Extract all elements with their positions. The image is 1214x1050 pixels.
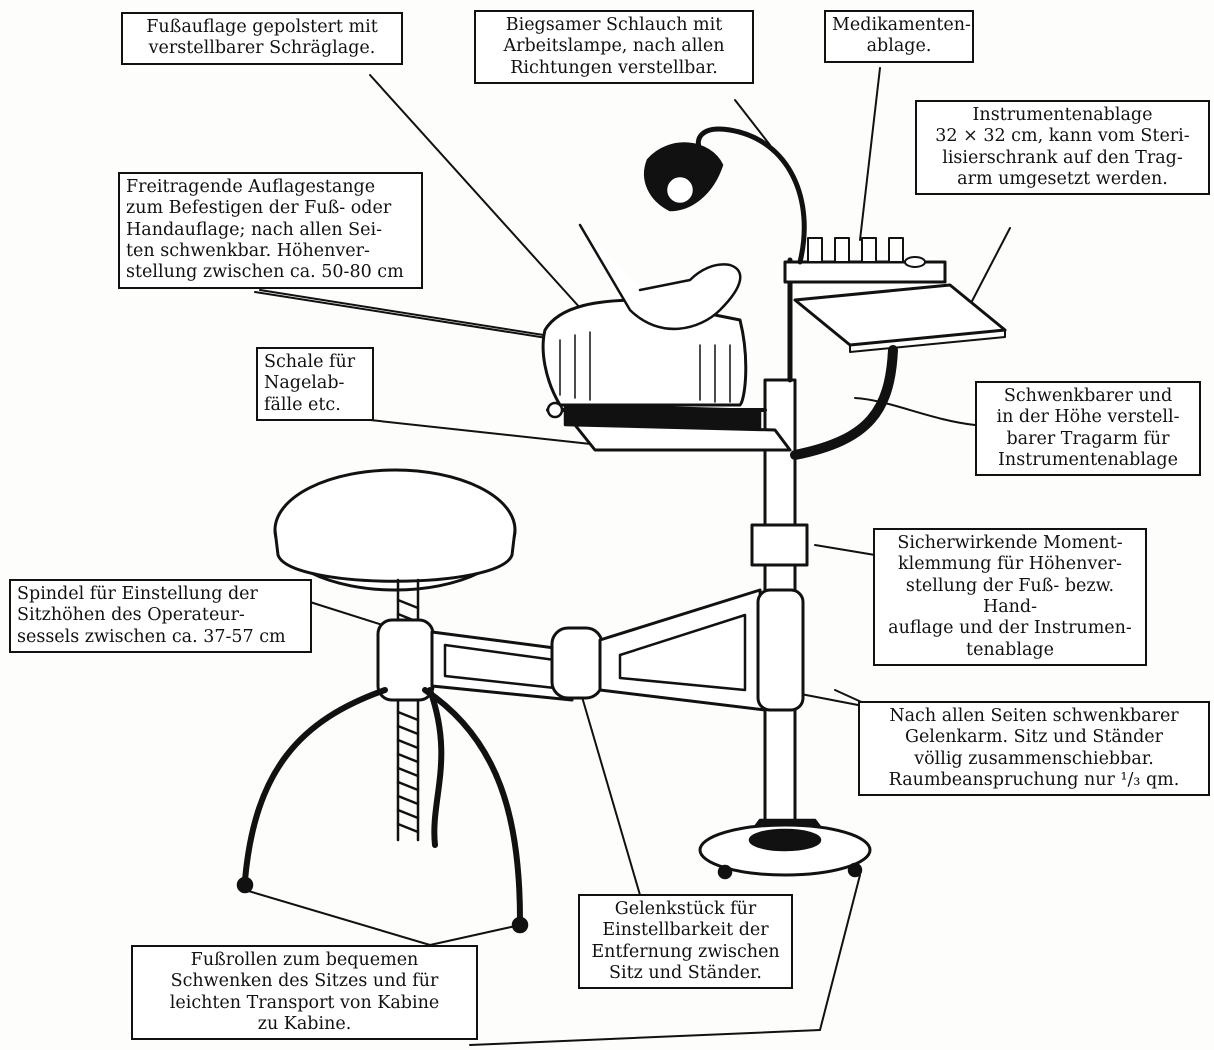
label-support-bar: Freitragende Auflagestange zum Befestige… — [118, 172, 423, 289]
label-instrument-tray: Instrumentenablage 32 × 32 cm, kann vom … — [915, 100, 1210, 196]
label-medication-shelf: Medikamenten- ablage. — [824, 10, 974, 63]
label-joint-arm: Nach allen Seiten schwenkbarer Gelenkarm… — [858, 701, 1210, 797]
joint-arm — [430, 588, 767, 712]
label-joint-piece: Gelenkstück für Einstellbarkeit der Entf… — [578, 894, 793, 990]
leader-lines — [244, 67, 1011, 1046]
label-castors: Fußrollen zum bequemen Schwenken des Sit… — [131, 945, 478, 1041]
label-footrest: Fußauflage gepolstert mit verstellbarer … — [121, 12, 403, 65]
stool — [236, 468, 529, 934]
label-clamp: Sicherwirkende Moment- klemmung für Höhe… — [873, 528, 1147, 667]
medication-bottles — [807, 237, 926, 268]
foot-rest — [541, 223, 792, 452]
label-support-arm: Schwenkbarer und in der Höhe verstell- b… — [975, 381, 1201, 477]
stand-column — [698, 378, 872, 880]
work-lamp — [643, 126, 807, 265]
label-nail-tray: Schale für Nagelab- fälle etc. — [256, 347, 374, 422]
label-spindle: Spindel für Einstellung der Sitzhöhen de… — [9, 579, 312, 654]
label-lamp: Biegsamer Schlauch mit Arbeitslampe, nac… — [474, 10, 754, 85]
instrument-tray-arm — [783, 237, 1007, 460]
